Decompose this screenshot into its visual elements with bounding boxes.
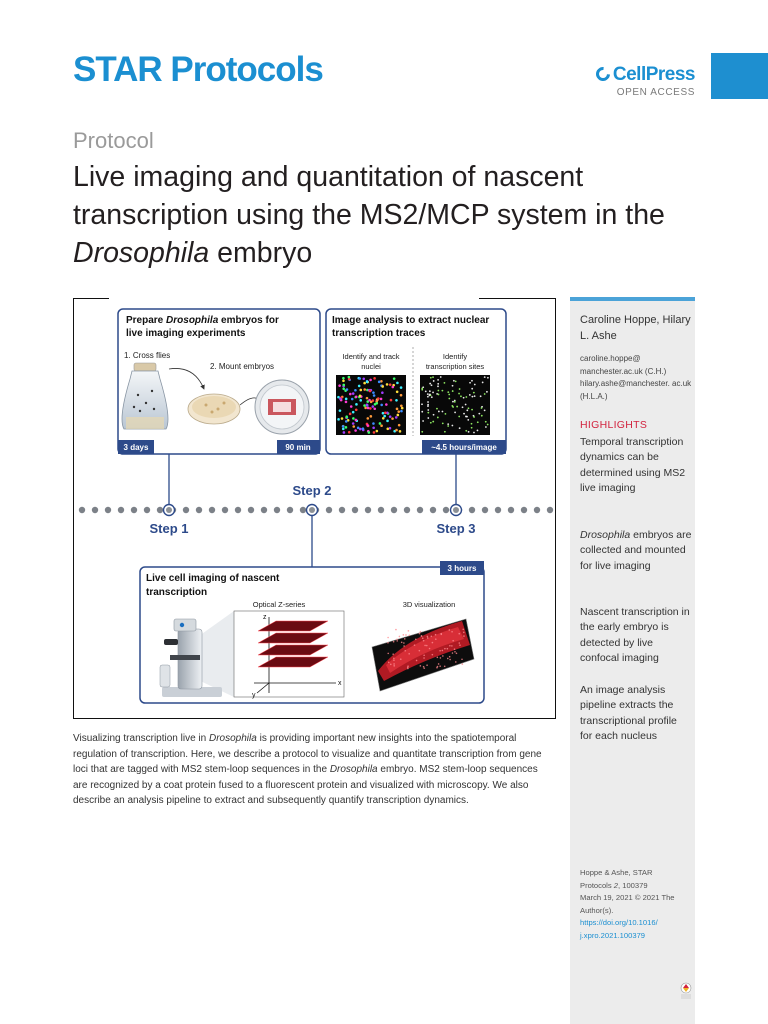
journal-title: STAR Protocols: [73, 50, 324, 89]
step-1-label: Step 1: [149, 521, 188, 536]
timeline: Step 1 Step 2 Step 3: [78, 454, 554, 567]
fly-vial-icon: [121, 362, 169, 430]
highlights-heading: HIGHLIGHTS: [580, 419, 648, 431]
panel-analysis: Image analysis to extract nuclear transc…: [325, 308, 507, 455]
highlight-4: An image analysis pipeline extracts the …: [580, 684, 677, 743]
tag-3-hours: 3 hours: [448, 564, 477, 573]
label-3d-visualization: 3D visualization: [403, 600, 456, 609]
publisher-name: CellPress: [612, 64, 696, 85]
check-for-updates-icon[interactable]: [680, 982, 692, 1000]
open-access-label: OPEN ACCESS: [616, 87, 695, 98]
label-mount-embryos: 2. Mount embryos: [210, 362, 274, 371]
highlight-1: Temporal transcription dynamics can be d…: [580, 436, 686, 495]
abstract-summary: Visualizing transcription live in Drosop…: [73, 733, 542, 807]
label-optical-z-series: Optical Z-series: [253, 600, 306, 609]
axis-y-label: y: [252, 692, 256, 699]
article-type: Protocol: [73, 128, 154, 153]
publisher-logo[interactable]: CellPress OPEN ACCESS: [590, 64, 696, 98]
panel-live-title-2: transcription: [146, 587, 207, 598]
cellpress-swirl-icon: [593, 64, 613, 84]
mounting-dish-icon: [254, 379, 310, 435]
sidebar-rule: [570, 297, 695, 301]
label-identify-sites: Identify: [443, 352, 467, 361]
tag-90-min: 90 min: [285, 443, 310, 452]
corner-tab: [711, 53, 768, 99]
step-3-label: Step 3: [436, 521, 475, 536]
panel-live-title: Live cell imaging of nascent: [146, 573, 280, 584]
petri-dish-icon: [187, 393, 241, 425]
panel-prepare: Prepare Drosophila embryos for live imag…: [117, 308, 321, 455]
authors: Caroline Hoppe, Hilary L. Ashe: [580, 314, 691, 342]
article-title: Live imaging and quantitation of nascent…: [73, 161, 665, 269]
3d-render: [371, 618, 475, 692]
label-cross-flies: 1. Cross flies: [124, 351, 170, 360]
tag-4-5-hours: ~4.5 hours/image: [431, 443, 497, 452]
label-identify-sites-2: transcription sites: [426, 362, 485, 371]
tag-3-days: 3 days: [124, 443, 149, 452]
nuclei-image: [336, 375, 406, 435]
microscope-icon: [159, 611, 234, 697]
label-identify-track: Identify and track: [342, 352, 399, 361]
doi-link[interactable]: https://doi.org/10.1016/j.xpro.2021.1003…: [580, 918, 658, 940]
citation: Hoppe & Ashe, STAR Protocols 2, 100379 M…: [580, 868, 675, 940]
graphical-abstract: Prepare Drosophila embryos for live imag…: [73, 297, 556, 719]
panel-analysis-title: Image analysis to extract nuclear: [332, 315, 489, 326]
panel-prepare-title-2: live imaging experiments: [126, 328, 246, 339]
highlight-2: Drosophila embryos are collected and mou…: [580, 529, 692, 572]
panel-prepare-title: Prepare Drosophila embryos for: [126, 315, 279, 326]
axis-z-label: z: [263, 614, 267, 621]
correspondence-emails[interactable]: caroline.hoppe@ manchester.ac.uk (C.H.) …: [580, 354, 692, 401]
step-2-label: Step 2: [292, 483, 331, 498]
panel-live-imaging: Live cell imaging of nascent transcripti…: [139, 561, 485, 704]
panel-analysis-title-2: transcription traces: [332, 328, 426, 339]
highlight-3: Nascent transcription in the early embry…: [580, 606, 690, 665]
label-identify-track-2: nuclei: [361, 362, 381, 371]
z-series-diagram: z x y: [233, 610, 345, 699]
sidebar: Caroline Hoppe, Hilary L. Ashe caroline.…: [570, 297, 695, 1024]
axis-x-label: x: [338, 680, 342, 687]
